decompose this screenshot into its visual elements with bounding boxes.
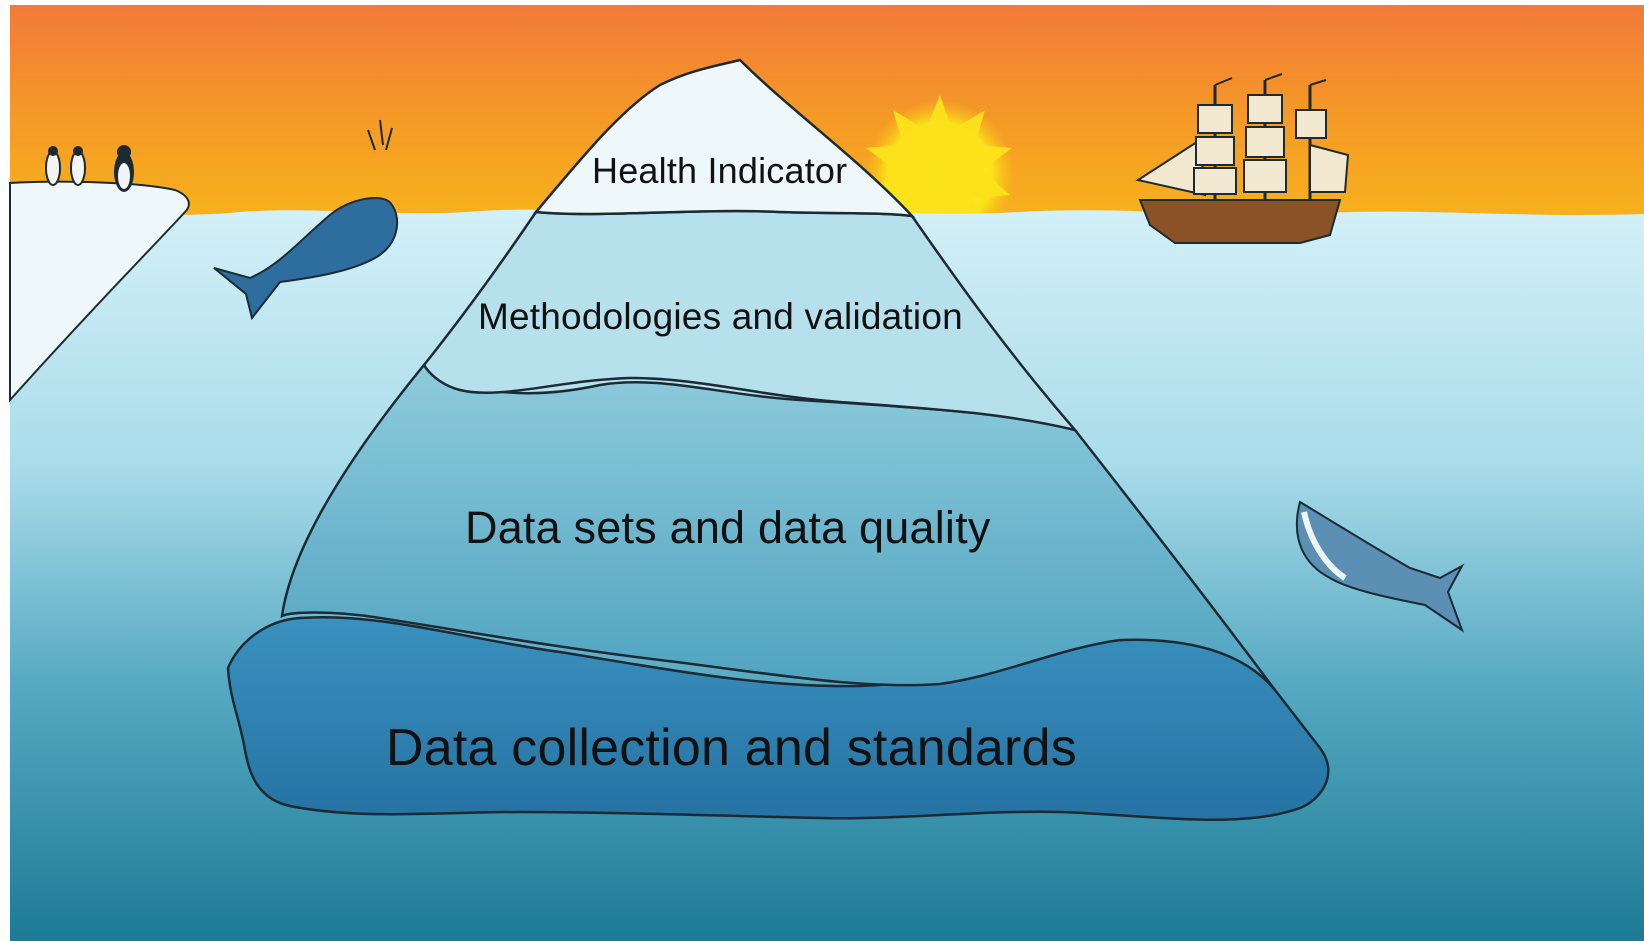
layer-tip	[533, 58, 916, 218]
layer-collection	[226, 615, 1330, 821]
label-methodologies: Methodologies and validation	[478, 296, 963, 337]
penguin-icon	[45, 145, 134, 192]
layer-datasets	[280, 363, 1276, 691]
whale-icon-right	[1295, 500, 1465, 633]
whale-icon	[213, 119, 399, 321]
ship-icon	[1135, 73, 1350, 244]
label-health-indicator: Health Indicator	[592, 150, 848, 191]
label-data-sets: Data sets and data quality	[465, 502, 991, 553]
ice-shelf	[9, 180, 190, 403]
label-data-collection: Data collection and standards	[386, 719, 1077, 777]
